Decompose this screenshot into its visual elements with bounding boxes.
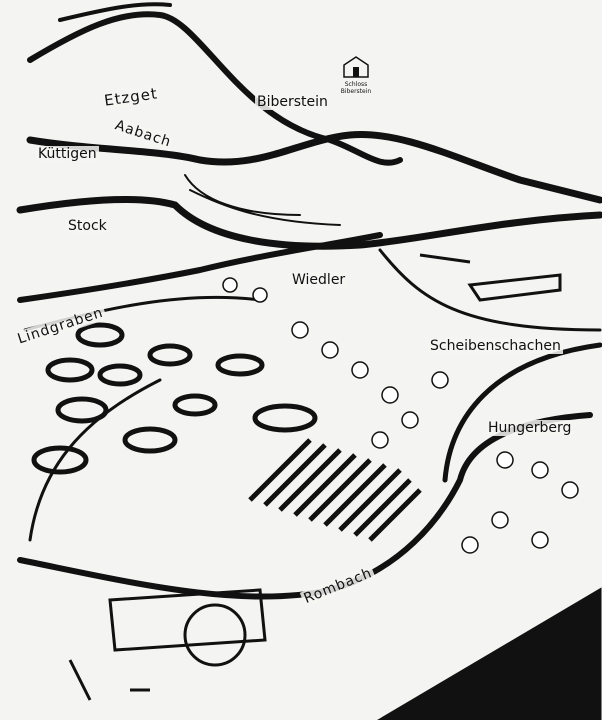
castle-icon [343, 56, 369, 78]
label-kuettigen: Küttigen [36, 146, 99, 162]
trees [222, 277, 579, 554]
label-scheibenschachen: Scheibenschachen [428, 338, 563, 354]
rombach-stream [17, 412, 593, 600]
label-wiedler: Wiedler [290, 272, 348, 288]
label-biberstein: Biberstein [255, 94, 330, 110]
lindgraben-ridge [17, 232, 383, 303]
field-rows [248, 438, 422, 542]
aabach-river-bank-south [16, 196, 602, 250]
aabach-river-bank-north [26, 130, 602, 204]
schloss-biberstein-logo: Schloss Biberstein [330, 55, 382, 95]
label-stock: Stock [66, 218, 109, 234]
boat-and-dock [419, 253, 562, 302]
ridge-line [27, 11, 403, 166]
ridge-line-top [58, 2, 172, 22]
river-bank-lower [378, 248, 602, 332]
river-flow [184, 174, 341, 226]
label-hungerberg: Hungerberg [486, 420, 574, 436]
logo-text: Schloss Biberstein [340, 81, 372, 95]
hay-rings [31, 322, 318, 475]
sawmill [68, 587, 602, 720]
